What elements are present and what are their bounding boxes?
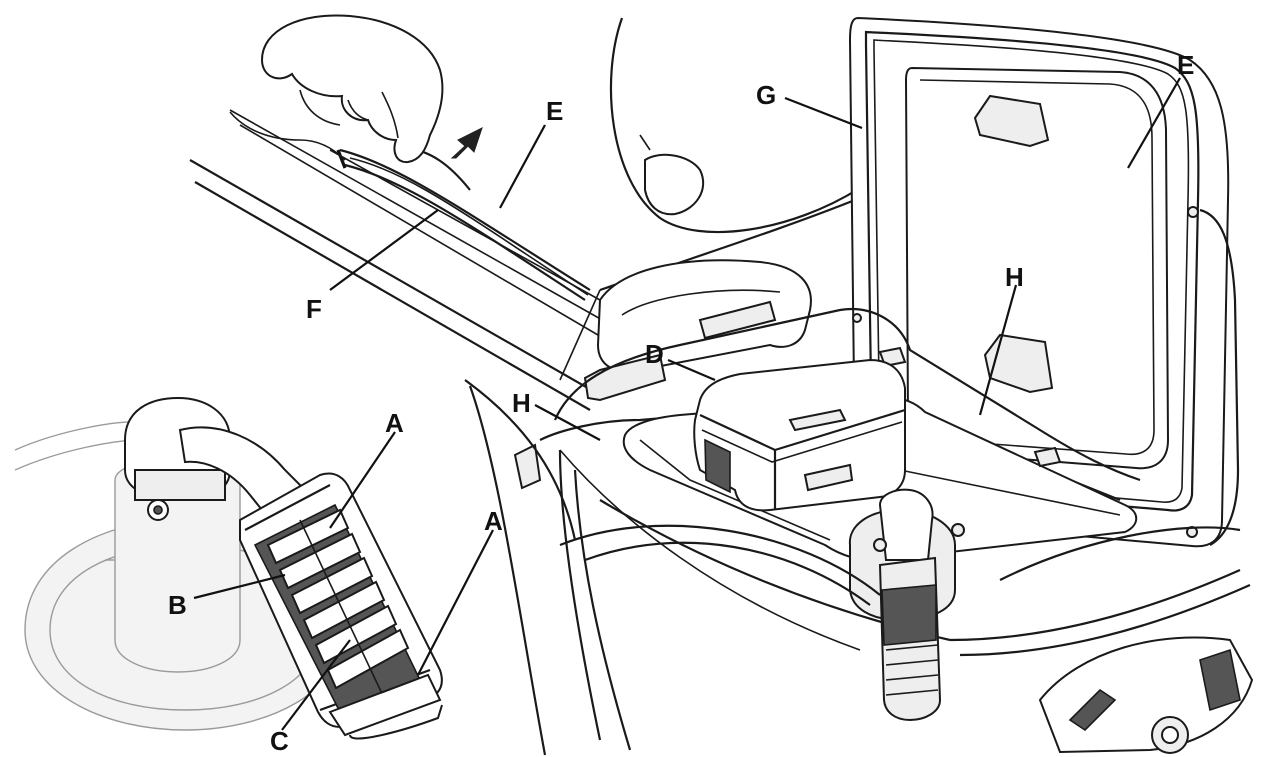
leader-a-lower [417, 529, 494, 676]
callout-h-right: H [1005, 262, 1024, 292]
leader-e-left [499, 124, 546, 209]
brush-assembly [1038, 636, 1254, 754]
callout-c: C [270, 726, 289, 756]
battery-box [693, 358, 906, 512]
callout-b: B [168, 590, 187, 620]
filter-cartridge [239, 472, 443, 740]
leader-f [329, 209, 439, 291]
detail-loupe-bottom [464, 379, 881, 756]
callout-d: D [645, 339, 664, 369]
callout-e-right: E [1177, 50, 1195, 80]
callout-a-upper: A [385, 408, 404, 438]
finger-detail [639, 134, 705, 216]
callout-f: F [306, 294, 322, 324]
leader-lines [193, 77, 1181, 731]
seal-strip [336, 146, 591, 301]
callout-a-lower: A [484, 506, 503, 536]
callout-e-left: E [546, 96, 564, 126]
callout-h-left: H [512, 388, 531, 418]
leader-e-right [1127, 77, 1181, 169]
leader-a-upper [329, 431, 396, 529]
leader-h-right [978, 284, 1018, 416]
leader-b [193, 573, 286, 600]
leader-h-left [534, 404, 601, 441]
hand-icon [229, 14, 444, 164]
arrow-up-right-icon [450, 127, 483, 159]
leader-g [784, 96, 863, 130]
leader-c [281, 639, 351, 731]
filter-detail [14, 396, 443, 740]
leader-d [667, 358, 716, 382]
callout-g: G [756, 80, 777, 110]
hatch-lid [848, 16, 1240, 548]
